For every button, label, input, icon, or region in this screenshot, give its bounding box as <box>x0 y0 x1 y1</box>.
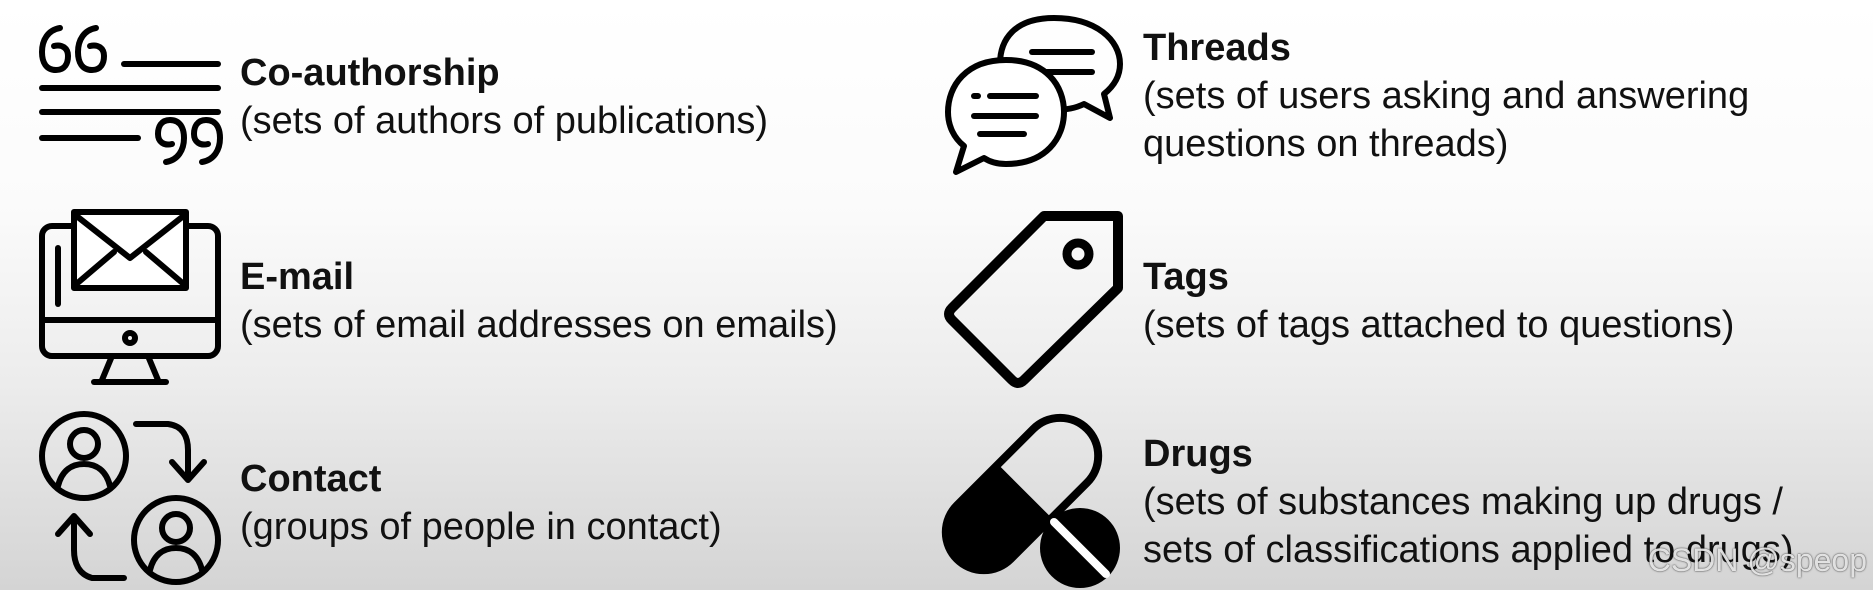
category-description: (groups of people in contact) <box>240 506 722 548</box>
monitor-envelope-icon <box>38 208 223 388</box>
category-description-line: sets of classifications applied to drugs… <box>1143 529 1794 571</box>
category-title: Threads <box>1143 27 1291 69</box>
category-description: (sets of tags attached to questions) <box>1143 304 1735 346</box>
category-title: E-mail <box>240 256 355 298</box>
quote-text-icon <box>38 20 223 170</box>
people-exchange-icon <box>38 410 223 585</box>
pill-capsule-icon <box>940 412 1125 590</box>
category-description-line: (sets of users asking and answering <box>1143 75 1750 117</box>
category-title: Contact <box>240 458 382 500</box>
category-title: Tags <box>1143 256 1229 298</box>
category-description: (sets of authors of publications) <box>240 100 769 142</box>
tag-icon <box>944 210 1124 390</box>
category-description: (sets of email addresses on emails) <box>240 304 838 346</box>
category-title: Drugs <box>1143 433 1253 475</box>
watermark: CSDN @speop <box>1647 542 1867 578</box>
chat-bubbles-icon <box>944 14 1124 179</box>
category-description-line: (sets of substances making up drugs / <box>1143 481 1783 523</box>
category-description-line: questions on threads) <box>1143 123 1509 165</box>
category-title: Co-authorship <box>240 52 500 94</box>
